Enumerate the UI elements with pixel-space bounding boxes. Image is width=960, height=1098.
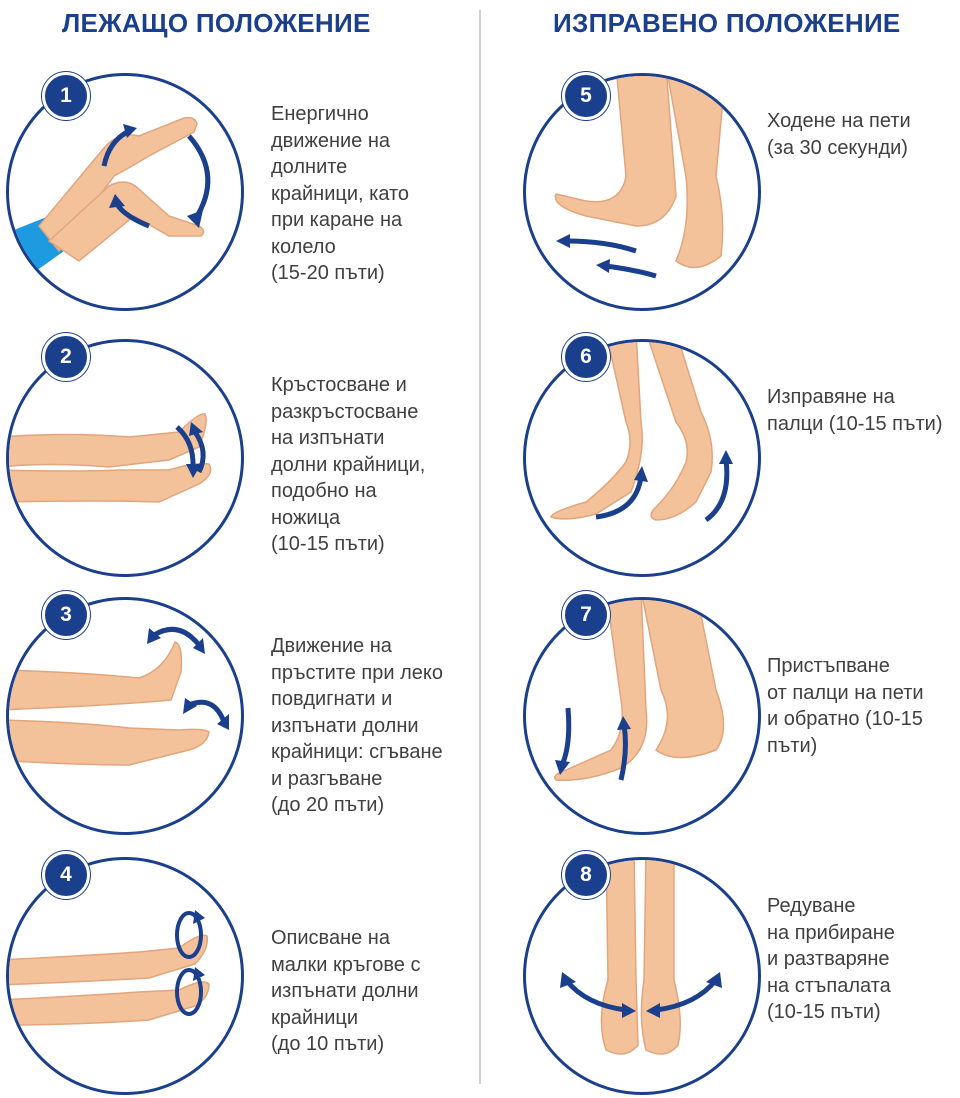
cycling-legs-illustration bbox=[9, 116, 211, 280]
step-7-number-badge: 7 bbox=[562, 591, 610, 639]
step-1-illustration bbox=[6, 73, 244, 311]
step-5-number-badge: 5 bbox=[562, 72, 610, 120]
heading-lying-position: ЛЕЖАЩО ПОЛОЖЕНИЕ bbox=[62, 8, 371, 38]
step-8-illustration bbox=[523, 857, 761, 1095]
feet-rotation-illustration bbox=[560, 860, 722, 1055]
step-2-number-badge: 2 bbox=[42, 333, 90, 381]
step-6-illustration bbox=[523, 339, 761, 577]
step-7-illustration bbox=[523, 597, 761, 835]
step-3-number-badge: 3 bbox=[42, 591, 90, 639]
toe-to-heel-illustration bbox=[554, 600, 725, 781]
step-6-number-badge: 6 bbox=[562, 333, 610, 381]
step-8-number-badge: 8 bbox=[562, 851, 610, 899]
tiptoe-illustration bbox=[550, 342, 733, 523]
step-5-illustration bbox=[523, 73, 761, 311]
step-2-illustration bbox=[6, 339, 244, 577]
step-4-illustration bbox=[6, 857, 244, 1095]
crossing-legs-illustration bbox=[9, 413, 212, 503]
heel-walking-illustration bbox=[554, 76, 726, 279]
heading-standing-position: ИЗПРАВЕНО ПОЛОЖЕНИЕ bbox=[553, 8, 901, 38]
step-4-number-badge: 4 bbox=[42, 851, 90, 899]
column-divider bbox=[479, 10, 481, 1084]
toe-flexing-illustration bbox=[9, 626, 229, 766]
step-3-illustration bbox=[6, 597, 244, 835]
ankle-circles-illustration bbox=[9, 910, 210, 1026]
step-5-description: Ходене на пети(за 30 секунди) bbox=[767, 110, 911, 159]
step-1-number-badge: 1 bbox=[42, 72, 90, 120]
